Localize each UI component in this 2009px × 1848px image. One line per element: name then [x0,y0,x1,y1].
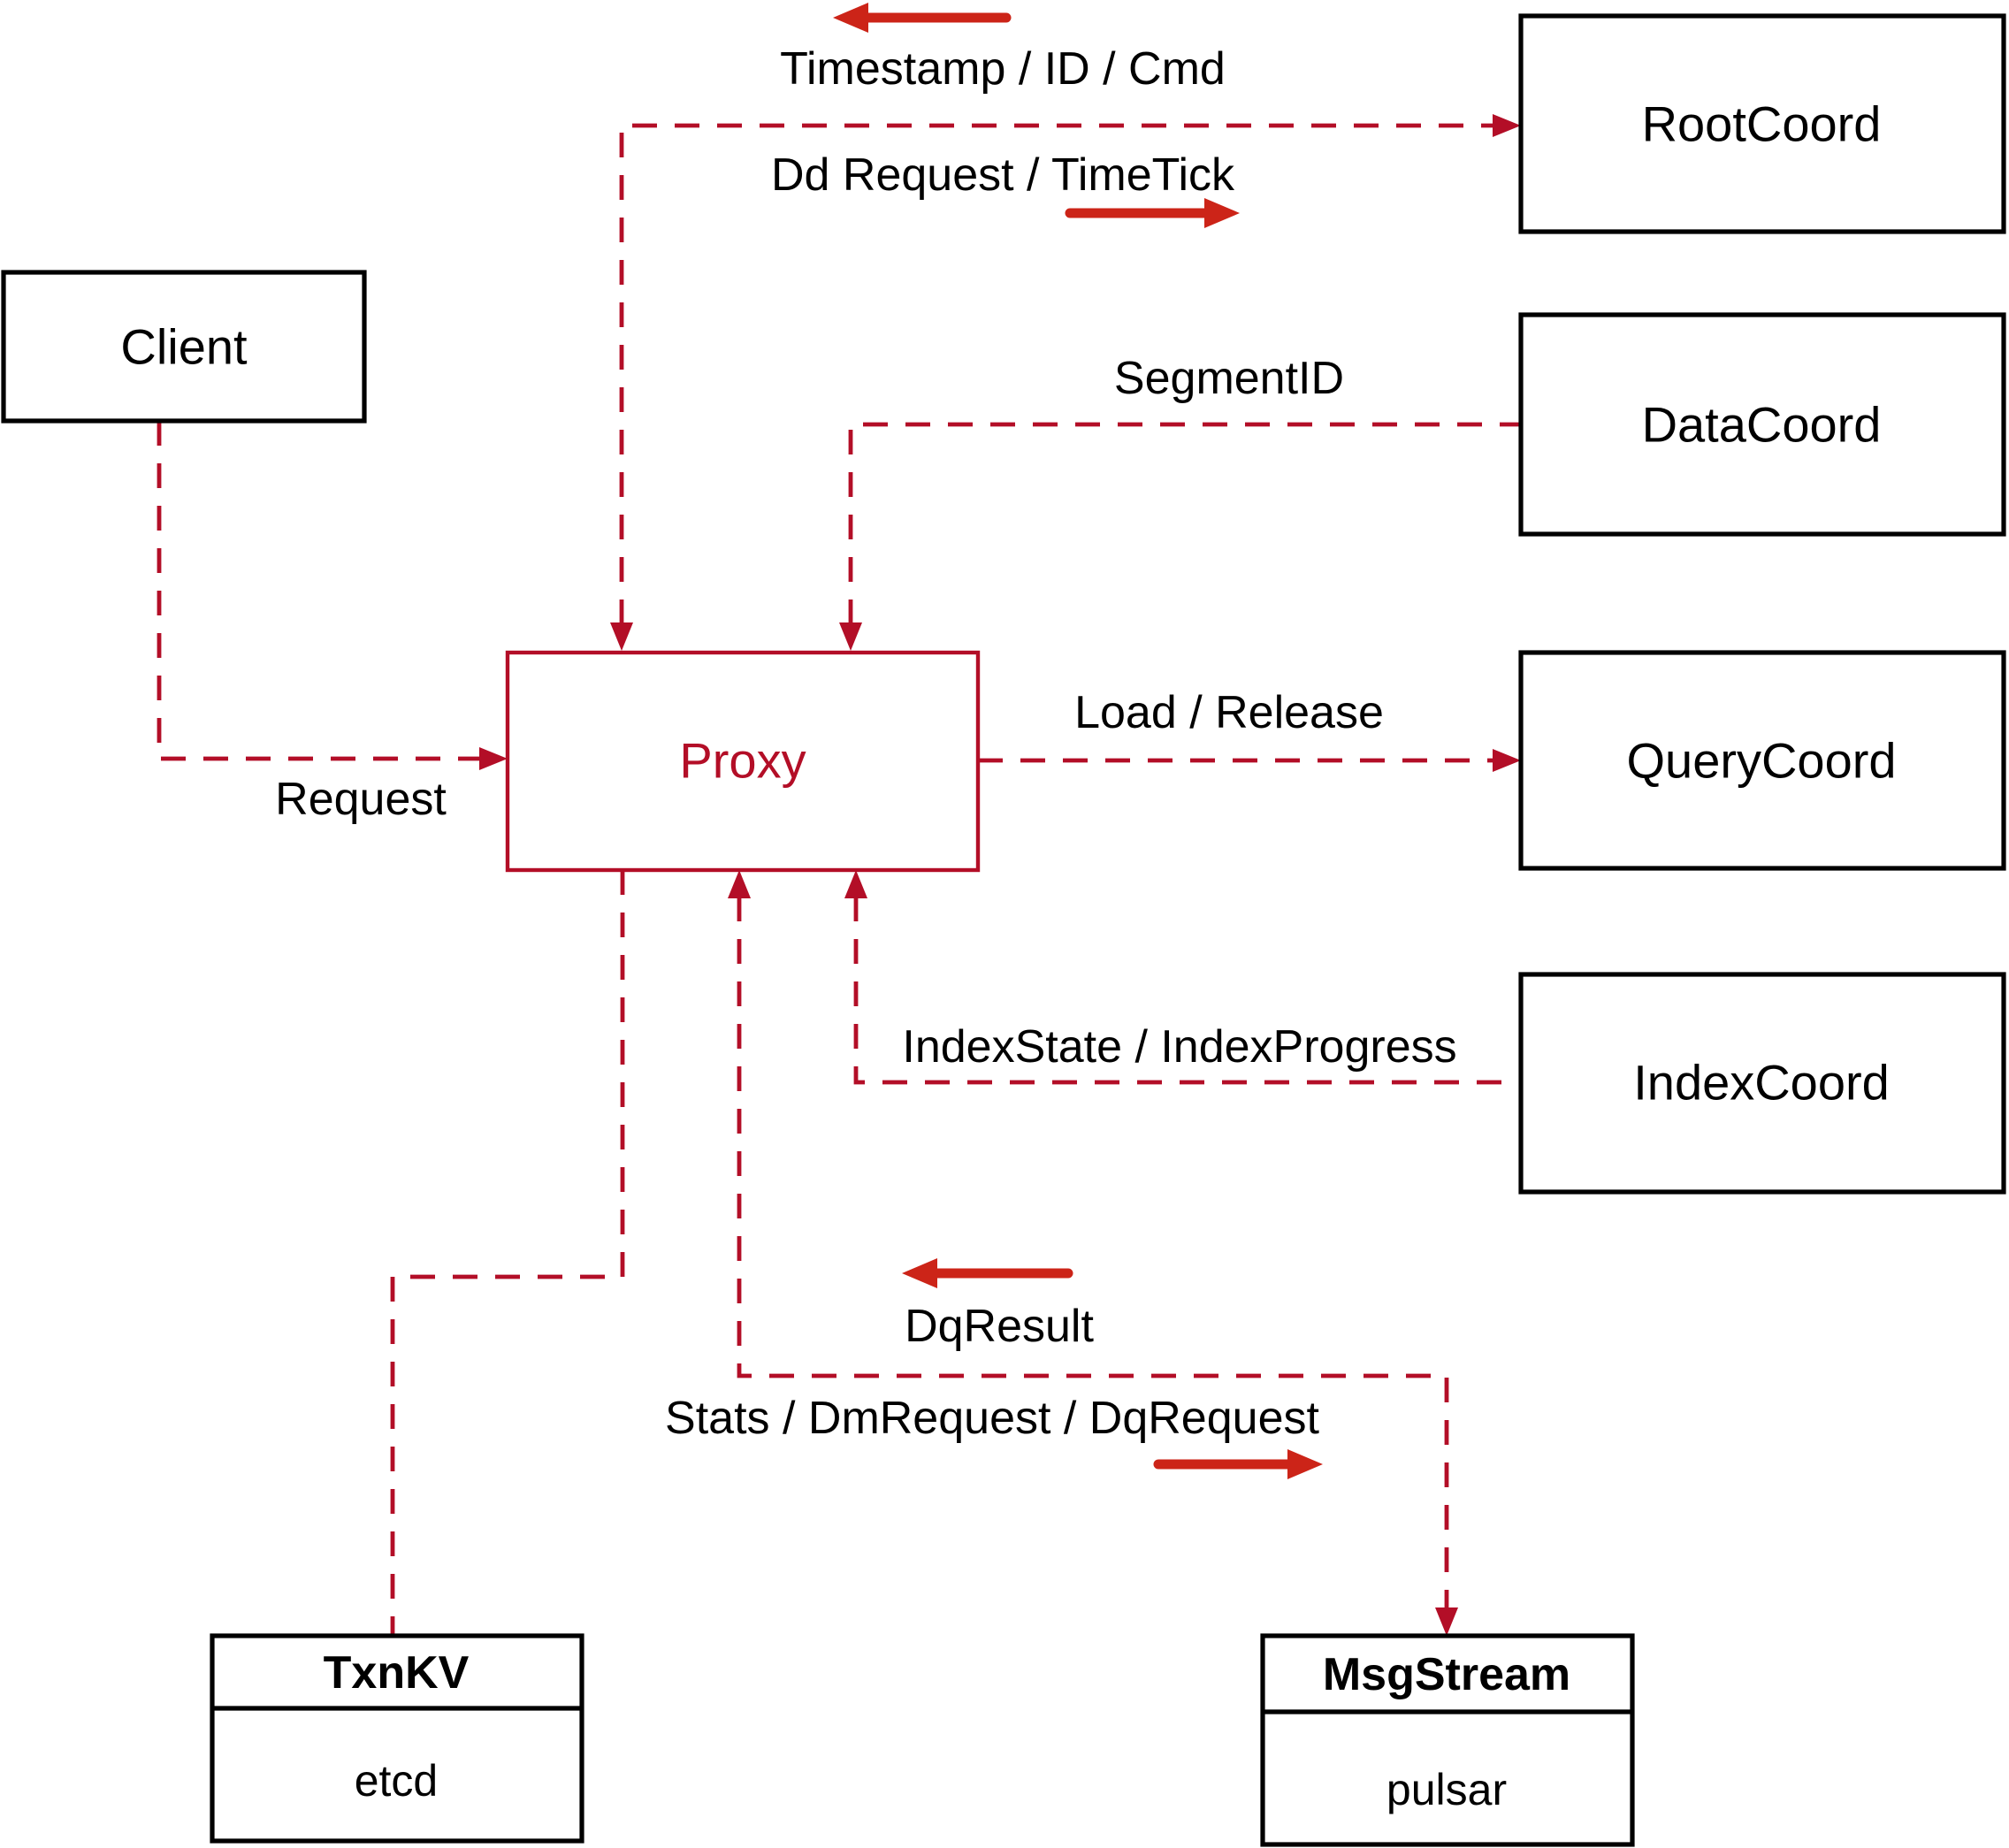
edge-proxy-rootcoord [619,123,1493,624]
right-arrow-head-icon [1287,1449,1323,1479]
indexcoord-node [1518,972,2006,1195]
rootcoord-node [1518,13,2006,234]
edge-label-timestamp-id-cmd: Timestamp / ID / Cmd [780,43,1226,95]
msgstream-node [1260,1633,1635,1847]
client-node [1,270,367,424]
arrowhead-into-proxy-bottom-middle-icon [728,870,751,898]
txnkv-node [210,1633,584,1844]
edge-label-segment-id: SegmentID [1114,353,1344,404]
datacoord-node [1518,312,2006,537]
edge-label-dd-request-timetick: Dd Request / TimeTick [771,149,1235,201]
msgstream-subtitle: pulsar [1386,1765,1507,1814]
left-arrow-head-icon [833,3,868,33]
right-arrow-head-icon [1204,198,1240,228]
rootcoord-label: RootCoord [1642,96,1882,152]
edge-label-stats-dmrequest-dqrequest: Stats / DmRequest / DqRequest [665,1393,1319,1444]
querycoord-label: QueryCoord [1626,733,1896,789]
datacoord-label: DataCoord [1642,397,1882,453]
edge-label-indexstate-indexprogress: IndexState / IndexProgress [902,1021,1456,1073]
edge-indexcoord-to-proxy [853,897,1521,1085]
edge-label-request: Request [275,774,447,825]
arrowhead-into-proxy-left-icon [479,747,508,770]
edge-datacoord-to-proxy [848,422,1521,624]
arrowhead-into-proxy-bottom-right-icon [844,870,867,898]
arrowhead-into-proxy-top-right-icon [839,622,862,651]
left-arrow-head-icon [902,1258,937,1288]
arrowhead-into-querycoord-icon [1493,749,1521,772]
txnkv-title: TxnKV [324,1647,470,1699]
msgstream-title: MsgStream [1323,1649,1570,1700]
edge-labels: Timestamp / ID / Cmd Dd Request / TimeTi… [275,43,1456,1444]
txnkv-subtitle: etcd [355,1756,439,1806]
indexcoord-label: IndexCoord [1633,1055,1890,1111]
querycoord-node [1518,650,2006,871]
edge-proxy-msgstream [737,897,1449,1607]
edge-label-dqresult: DqResult [905,1301,1094,1352]
arrowhead-into-proxy-top-left-icon [610,622,633,651]
arrowhead-into-msgstream-icon [1435,1607,1458,1636]
edge-label-load-release: Load / Release [1074,687,1384,738]
client-label: Client [120,319,248,375]
edges [157,114,1521,1636]
edge-client-to-proxy [157,421,479,761]
nodes: Client Proxy RootCoord DataCoord QueryCo… [1,13,2006,1847]
edge-proxy-to-txnkv [390,870,625,1636]
arrowhead-into-rootcoord-icon [1493,114,1521,137]
proxy-label: Proxy [679,733,806,789]
direction-arrows [833,3,1323,1479]
proxy-node [505,650,981,873]
